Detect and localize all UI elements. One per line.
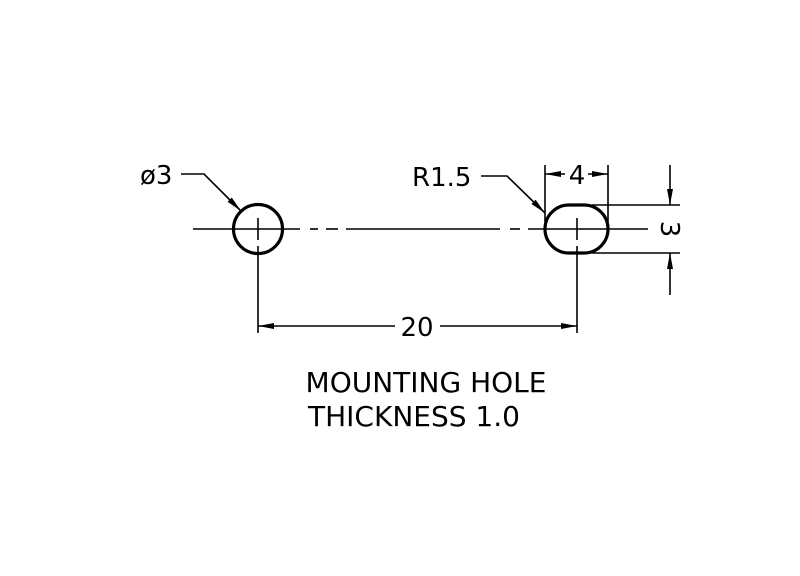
slot-height-dimension xyxy=(592,165,680,295)
slot-width-dimension xyxy=(544,165,609,222)
title-line-2: THICKNESS 1.0 xyxy=(307,400,520,433)
slot-radius-label: R1.5 xyxy=(412,163,471,193)
slot-hole xyxy=(543,203,610,333)
slot-width-label: 4 xyxy=(569,161,586,191)
title-line-1: MOUNTING HOLE xyxy=(306,366,547,399)
round-hole xyxy=(231,202,285,333)
hole-diameter-label: ø3 xyxy=(140,161,172,191)
center-distance-label: 20 xyxy=(400,313,433,343)
diameter-leader xyxy=(181,173,242,212)
radius-leader xyxy=(481,175,546,214)
slot-height-label: 3 xyxy=(654,221,684,238)
